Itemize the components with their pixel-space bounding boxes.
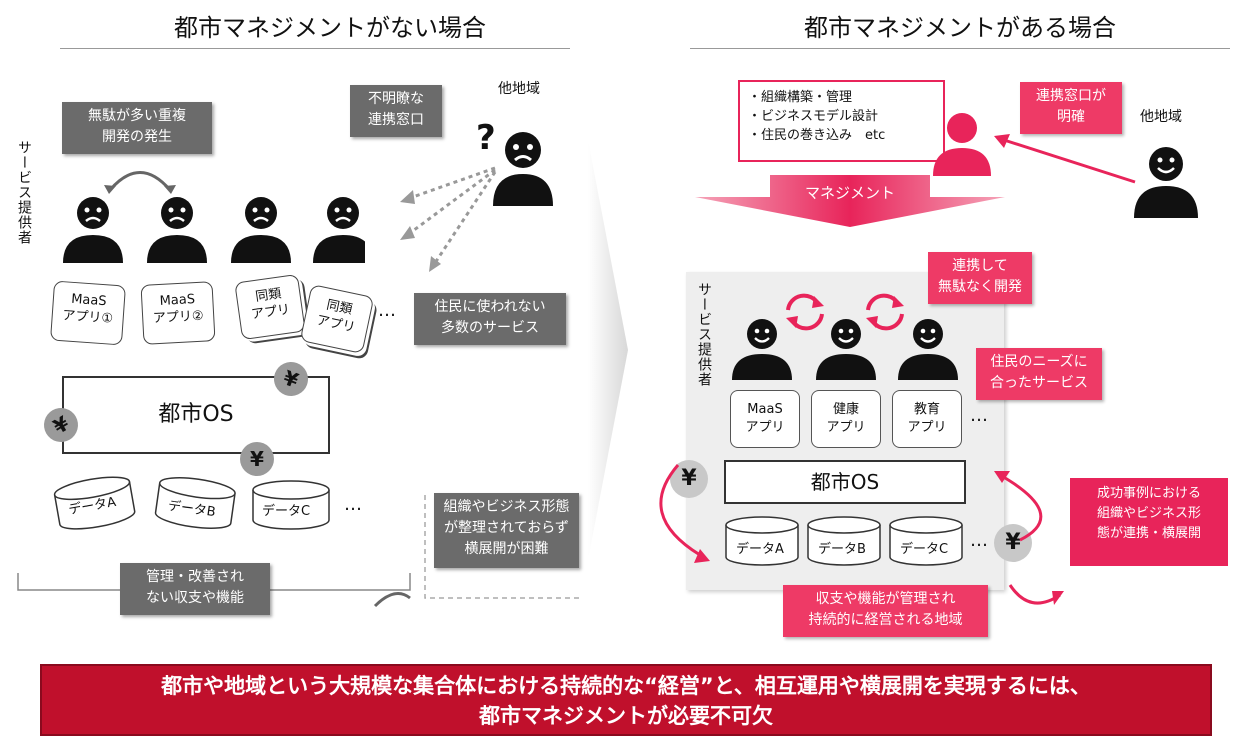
right-cycle-arrow: [994, 471, 1064, 605]
left-data-c: データC: [262, 504, 311, 519]
needs-matched-box: 住民のニーズに 合ったサービス: [976, 348, 1102, 400]
right-providers: [732, 319, 958, 380]
right-side-label: サービス提供者: [696, 282, 712, 387]
contact-arrow: [994, 134, 1136, 184]
right-data-ellipsis: …: [970, 530, 990, 551]
left-other-region-label: 他地域: [498, 81, 540, 97]
left-yen-icon-3: ¥: [240, 442, 274, 476]
right-data-a: データA: [736, 542, 784, 557]
transition-arrow: [588, 140, 628, 560]
unused-services-box: 住民に使われない 多数のサービス: [414, 293, 566, 345]
left-providers: [63, 197, 365, 263]
left-title-underline: [60, 48, 570, 49]
management-arrow: [695, 175, 1005, 227]
unmanaged-finance-box: 管理・改善され ない収支や機能: [120, 563, 270, 615]
banner-line-1: 都市や地域という大規模な集合体における持続的な“経営”と、相互運用や横展開を実現…: [161, 674, 1091, 698]
management-tasks-list: ・組織構築・管理 ・ビジネスモデル設計 ・住民の巻き込み etc: [738, 80, 945, 162]
duplicate-dev-box: 無駄が多い重複 開発の発生: [62, 102, 212, 154]
right-apps-ellipsis: …: [970, 405, 990, 426]
question-mark: ?: [476, 118, 496, 158]
clear-contact-box: 連携窓口が 明確: [1020, 82, 1122, 134]
cycle-icons: [786, 293, 904, 331]
sustainable-region-box: 収支や機能が管理され 持続的に経営される地域: [783, 585, 988, 637]
left-title: 都市マネジメントがない場合: [174, 14, 486, 42]
no-deployment-box: 組織やビジネス形態 が整理されておらず 横展開が困難: [434, 493, 579, 568]
success-deployment-box: 成功事例における 組織やビジネス形 態が連携・横展開: [1070, 478, 1228, 566]
management-label: マネジメント: [804, 184, 895, 202]
manager-person-icon: [933, 113, 991, 176]
unclear-contact-box: 不明瞭な 連携窓口: [350, 85, 442, 137]
dotted-arrows: [400, 166, 497, 272]
right-data-c: データC: [900, 542, 949, 557]
right-yen-icon-2: ¥: [994, 524, 1032, 562]
task-item: ・ビジネスモデル設計: [748, 109, 879, 124]
health-app: 健康 アプリ: [811, 390, 881, 448]
maas-app-1: MaaS アプリ①: [49, 280, 127, 346]
similar-app-1: 同類 アプリ: [234, 273, 306, 341]
sad-person-icon: [493, 132, 553, 206]
task-item: ・住民の巻き込み etc: [748, 128, 886, 143]
right-data-cylinders: [725, 516, 963, 566]
task-item: ・組織構築・管理: [748, 90, 853, 105]
dotted-frame: [424, 495, 580, 599]
right-city-os: 都市OS: [724, 460, 966, 504]
left-cycle-arrow: [659, 464, 710, 563]
left-data-ellipsis: …: [344, 494, 364, 515]
right-data-b: データB: [818, 542, 866, 557]
cooperate-box: 連携して 無駄なく開発: [928, 252, 1032, 304]
right-title-underline: [690, 48, 1230, 49]
education-app: 教育 アプリ: [892, 390, 962, 448]
right-title: 都市マネジメントがある場合: [804, 14, 1116, 42]
maas-app-2: MaaS アプリ②: [140, 281, 216, 345]
right-other-region-label: 他地域: [1140, 109, 1182, 125]
swap-arrow-icon: [104, 171, 176, 194]
happy-person-icon: [1134, 147, 1198, 218]
banner-line-2: 都市マネジメントが必要不可欠: [479, 704, 773, 728]
left-side-label: サービス提供者: [16, 140, 32, 245]
conclusion-banner: 都市や地域という大規模な集合体における持続的な“経営”と、相互運用や横展開を実現…: [40, 664, 1212, 736]
left-apps-ellipsis: …: [378, 300, 398, 321]
left-data-cylinders: [53, 476, 330, 530]
maas-app: MaaS アプリ: [730, 390, 800, 448]
similar-app-2: 同類 アプリ: [299, 283, 375, 355]
